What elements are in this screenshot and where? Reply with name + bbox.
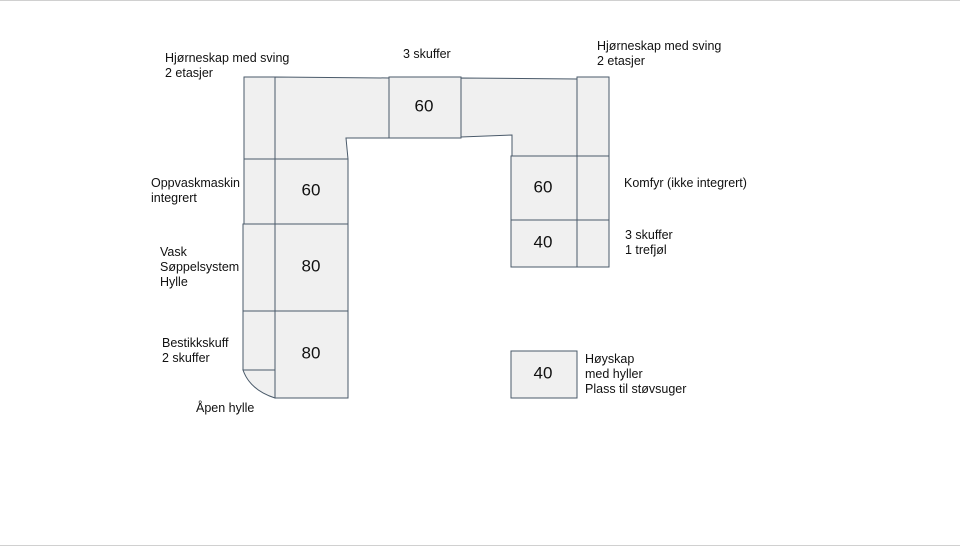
cabinet-cutlery xyxy=(274,310,349,399)
corner-cabinet-right xyxy=(460,77,578,157)
label-tall-cabinet: Høyskap med hyller Plass til støvsuger xyxy=(585,352,687,396)
right-corner-strip xyxy=(576,76,610,157)
cabinet-drawers-right xyxy=(510,219,578,268)
label-sink: Vask Søppelsystem Hylle xyxy=(160,245,240,289)
left-strip-dishwasher xyxy=(243,158,276,225)
label-stove: Komfyr (ikke integrert) xyxy=(624,176,747,190)
width-top-middle: 60 xyxy=(415,96,434,115)
width-tall-cabinet: 40 xyxy=(534,363,553,382)
label-corner-right: Hjørneskap med sving 2 etasjer xyxy=(597,39,722,68)
top-border xyxy=(0,0,960,1)
width-sink: 80 xyxy=(302,256,321,275)
width-cutlery: 80 xyxy=(302,343,321,362)
right-strip-stove xyxy=(576,155,610,221)
cabinet-dishwasher xyxy=(274,158,349,225)
label-drawers-right: 3 skuffer 1 trefjøl xyxy=(625,228,673,257)
label-open-shelf: Åpen hylle xyxy=(196,401,255,415)
width-stove: 60 xyxy=(534,177,553,196)
cabinet-top-middle xyxy=(388,76,462,139)
right-strip-drawers xyxy=(576,219,610,268)
cabinet-stove xyxy=(510,155,578,221)
left-strip-sink xyxy=(242,223,276,312)
corner-cabinet-left xyxy=(274,76,390,160)
open-shelf-shape xyxy=(242,369,276,399)
label-cutlery: Bestikkskuff 2 skuffer xyxy=(162,336,229,365)
width-dishwasher: 60 xyxy=(302,180,321,199)
label-drawers-top: 3 skuffer xyxy=(403,47,451,61)
left-strip-cutlery xyxy=(242,310,276,371)
width-drawers-right: 40 xyxy=(534,232,553,251)
label-corner-left: Hjørneskap med sving 2 etasjer xyxy=(165,51,290,80)
cabinet-tall xyxy=(510,350,578,399)
label-dishwasher: Oppvaskmaskin integrert xyxy=(151,176,240,205)
left-corner-strip xyxy=(243,76,276,160)
